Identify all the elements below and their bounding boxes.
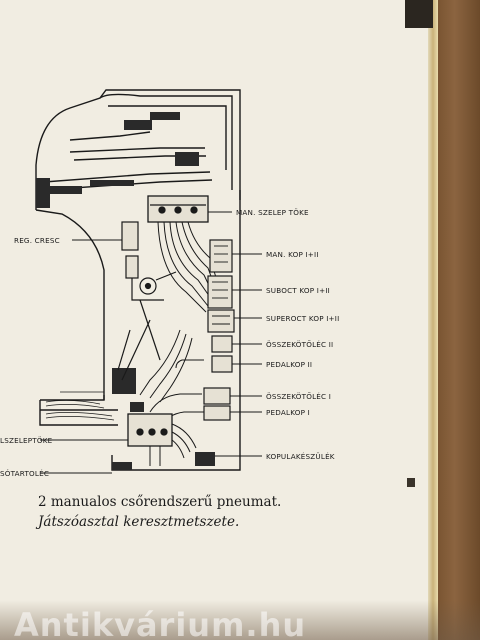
label-sotartolec: SÓTARTOLÉC [0,469,49,478]
label-superoct-kop: SUPEROCT KOP I+II [266,314,339,323]
label-osszekotolec-1: ÖSSZEKÖTŐLÉC I [266,392,331,401]
label-kopulakeszulek: KOPULAKÉSZÜLÉK [266,452,335,461]
connector-column [203,239,235,421]
pipe-bundle-lower [149,423,197,466]
cross-section-diagram: MAN. SZELEP TÖKE REG. CRESC MAN. KOP I+I… [0,89,339,478]
label-man-kop: MAN. KOP I+II [266,250,319,259]
pipe-bundle-upper [157,221,219,313]
label-man-szelep-toke: MAN. SZELEP TÖKE [236,208,309,217]
crescendo-mechanism [117,221,177,381]
valve-box-lower [127,413,173,447]
label-pedalkop-2: PEDALKOP II [266,360,312,369]
connector-ribs [212,245,230,325]
valve-box-upper [147,195,209,223]
label-reg-cresc: REG. CRESC [14,236,60,245]
pedal-block-grain [45,391,115,421]
page-edge [428,0,438,640]
watermark: Antikvárium.hu [14,606,307,640]
label-suboct-kop: SUBOCT KOP I+II [266,286,330,295]
console-outline [35,89,241,471]
label-szeleptoke: LSZELEPTÖKE [0,436,53,445]
label-leaders [40,211,262,474]
book-cover-edge [438,0,480,640]
diagram-shading [36,112,215,470]
pipe-bundle-middle [139,329,204,429]
page-mark [407,478,415,487]
caption-line-1: 2 manualos csőrendszerű pneumat. [38,494,282,510]
dark-corner [405,0,433,28]
page-bottom-shadow [0,600,480,640]
caption-line-2: Játszóasztal keresztmetszete. [38,514,240,530]
label-osszekotolec-2: ÖSSZEKÖTŐLÉC II [266,340,333,349]
figure-caption: 2 manualos csőrendszerű pneumat. Játszóa… [38,492,338,532]
label-pedalkop-1: PEDALKOP I [266,408,310,417]
